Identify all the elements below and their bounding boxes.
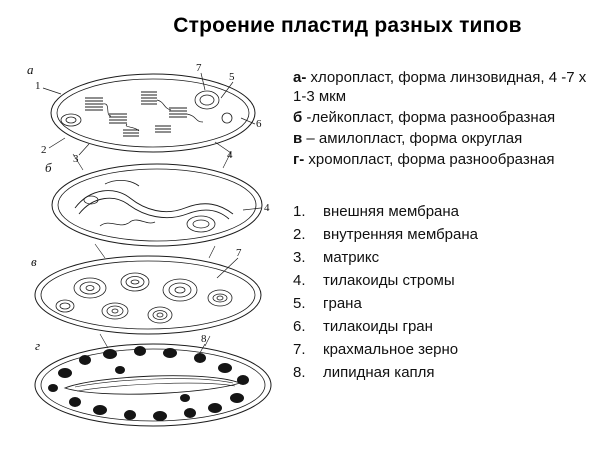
page-title: Строение пластид разных типов	[173, 14, 522, 37]
callout-5: 5	[229, 71, 235, 83]
leucoplast-figure	[51, 163, 263, 259]
type-line-g: г- хромопласт, форма разнообразная	[293, 150, 593, 169]
part-num-4: 4.	[293, 272, 306, 289]
type-key-a: а-	[293, 69, 307, 86]
callout-8: 8	[201, 333, 207, 345]
type-key-g: г-	[293, 151, 305, 168]
panel-label-v: в	[31, 254, 37, 269]
part-label-4: тилакоиды стромы	[323, 272, 455, 289]
panel-label-a: а	[27, 62, 34, 77]
chloroplast-figure	[42, 72, 256, 171]
type-text-b: -лейкопласт, форма разнообразная	[302, 109, 556, 126]
part-num-2: 2.	[293, 226, 306, 243]
panel-label-g: г	[35, 338, 40, 353]
type-descriptions: а- хлоропласт, форма линзовидная, 4 -7 х…	[293, 68, 593, 169]
legend: а- хлоропласт, форма линзовидная, 4 -7 х…	[293, 68, 593, 382]
part-num-3: 3.	[293, 249, 306, 266]
type-key-v: в	[293, 130, 303, 147]
type-line-v: в – амилопласт, форма округлая	[293, 129, 593, 148]
part-label-6: тилакоиды гран	[323, 318, 433, 335]
callout-6: 6	[256, 118, 262, 130]
type-text-v: – амилопласт, форма округлая	[302, 130, 523, 147]
callout-4a: 4	[227, 149, 233, 161]
part-num-1: 1.	[293, 203, 306, 220]
part-num-5: 5.	[293, 295, 306, 312]
part-label-2: внутренняя мембрана	[323, 226, 478, 243]
callout-3: 3	[73, 153, 79, 165]
part-label-3: матрикс	[323, 249, 380, 266]
callout-7a: 7	[196, 62, 202, 74]
callout-1: 1	[35, 80, 41, 92]
chromoplast-figure	[34, 343, 272, 427]
part-num-7: 7.	[293, 341, 306, 358]
part-label-1: внешняя мембрана	[323, 203, 460, 220]
type-text-a: хлоропласт, форма линзовидная, 4 -7 х 1-…	[293, 69, 587, 105]
amyloplast-figure	[34, 255, 262, 349]
callout-7v: 7	[236, 247, 242, 259]
plastid-diagram-svg: а 1 2 3 7 5 6 4	[27, 62, 272, 427]
part-label-7: крахмальное зерно	[323, 341, 459, 358]
part-num-6: 6.	[293, 318, 306, 335]
type-text-g: хромопласт, форма разнообразная	[304, 151, 555, 168]
plastid-diagram: а 1 2 3 7 5 6 4	[5, 58, 295, 443]
callout-4b: 4	[264, 202, 270, 214]
callout-2: 2	[41, 144, 47, 156]
type-line-b: б -лейкопласт, форма разнообразная	[293, 108, 593, 127]
part-num-8: 8.	[293, 364, 306, 381]
part-label-8: липидная капля	[323, 364, 435, 381]
numbered-parts-list: 1. внешняя мембрана 2. внутренняя мембрана…	[293, 203, 593, 382]
panel-label-b: б	[45, 160, 52, 175]
part-label-5: грана	[323, 295, 362, 312]
type-line-a: а- хлоропласт, форма линзовидная, 4 -7 х…	[293, 68, 593, 106]
type-key-b: б	[293, 109, 303, 126]
